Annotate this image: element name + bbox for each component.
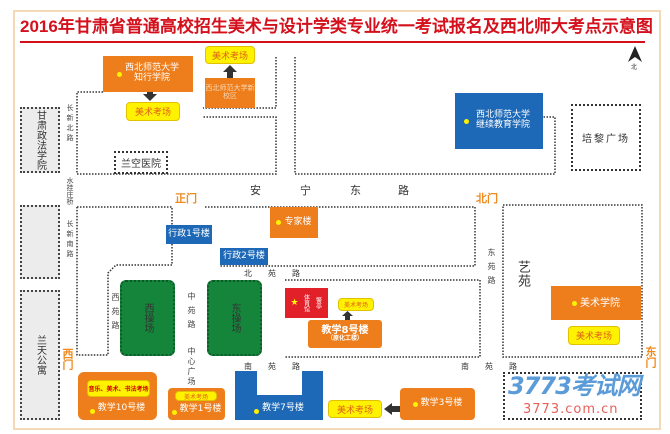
center-square: 中心广场 (187, 347, 196, 387)
exam-site-label: 美术考场 (338, 298, 374, 311)
location-dot-icon (254, 409, 260, 414)
north-arrow-icon (628, 46, 642, 62)
nanyuan-road-east: 南苑路 (461, 362, 517, 371)
page-title: 2016年甘肃省普通高校招生美术与设计学类专业统一考试报名及西北师大考点示意图 (20, 17, 653, 36)
beiyuan-road: 北苑路 (244, 269, 300, 278)
zhixing-college[interactable]: 西北师范大学知行学院 (103, 56, 193, 92)
location-dot-icon (572, 300, 577, 306)
exam-site-label: 美术考场 (328, 400, 382, 418)
art-college[interactable]: 美术学院 (551, 286, 641, 320)
west-gate: 西门 (61, 348, 74, 370)
dongyuan-road: 东苑路 (487, 248, 496, 290)
road-char: 宁 (300, 184, 311, 197)
teaching-building-8[interactable]: 教学8号楼（原化工楼） (308, 320, 382, 348)
building-7-courtyard (257, 371, 302, 395)
gymnasium[interactable]: ★ 体育馆 警亭 (285, 288, 328, 318)
yiyuan-area: 艺苑 (515, 260, 530, 288)
shuiguazhuang-bridge: 水挂庄桥 (66, 177, 74, 205)
main-gate: 正门 (175, 192, 197, 205)
teaching-building-3[interactable]: 教学3号楼 (400, 388, 475, 420)
east-playground[interactable]: 东操场 (207, 280, 262, 356)
location-dot-icon (89, 409, 95, 414)
watermark-url: 3773.com.cn (523, 402, 619, 417)
peili-square: 培黎广场 (571, 104, 641, 171)
new-campus[interactable]: 西北师范大学新校区 (205, 78, 255, 108)
gray-block (20, 205, 60, 279)
north-label: 北 (631, 64, 638, 71)
star-icon: ★ (290, 298, 299, 308)
title-underline (20, 41, 645, 43)
admin-building-2[interactable]: 行政2号楼 (220, 248, 268, 265)
changxin-north-road: 长新北路 (66, 104, 74, 144)
road-char: 东 (350, 184, 361, 197)
gansu-law-school: 甘肃政法学院 (20, 107, 60, 173)
location-dot-icon (276, 220, 282, 225)
exam-site-label: 美术考场 (568, 326, 620, 345)
location-dot-icon (464, 118, 469, 124)
road-char: 安 (250, 184, 261, 197)
southeast-block (503, 372, 642, 420)
zhongyuan-road: 中苑路 (187, 292, 196, 334)
expert-building[interactable]: 专家楼 (270, 207, 318, 238)
admin-building-1[interactable]: 行政1号楼 (166, 225, 212, 244)
location-dot-icon (116, 71, 122, 77)
watermark-logo: 3773考试网 (508, 372, 641, 400)
west-playground[interactable]: 西操场 (120, 280, 175, 356)
east-gate: 东门 (644, 346, 657, 368)
exam-site-label: 美术考场 (175, 391, 217, 401)
exam-site-label: 音乐、美术、书法考场 (87, 380, 150, 397)
exam-site-label: 美术考场 (205, 46, 255, 64)
nanyuan-road-west: 南苑路 (244, 362, 300, 371)
changxin-south-road: 长新南路 (66, 220, 74, 260)
lantian-apartment: 兰天公寓 (20, 290, 60, 420)
continuing-education-college[interactable]: 西北师范大学继续教育学院 (455, 93, 543, 149)
lankong-hospital: 兰空医院 (114, 151, 168, 174)
north-gate: 北门 (476, 192, 498, 205)
exam-site-label: 美术考场 (126, 102, 180, 121)
road-char: 路 (398, 184, 409, 197)
location-dot-icon (171, 410, 177, 415)
location-dot-icon (412, 401, 418, 407)
xiyuan-road: 西苑路 (111, 293, 120, 335)
